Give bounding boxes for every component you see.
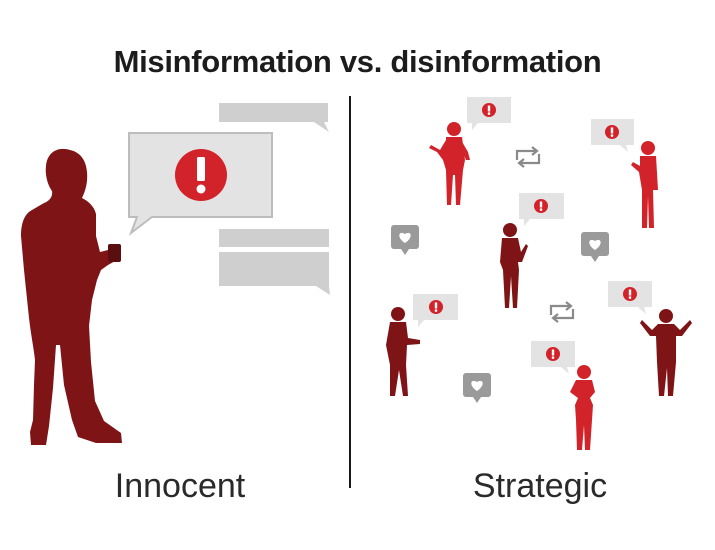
person-man-top-right — [631, 141, 658, 228]
alert-bubble-5 — [608, 281, 652, 314]
alert-bubble-4 — [413, 294, 458, 327]
innocent-label: Innocent — [114, 467, 246, 505]
retweet-icon — [515, 145, 541, 169]
alert-icon — [546, 347, 560, 361]
alert-bubble-2 — [591, 119, 634, 152]
message-bubble-bottom — [219, 252, 330, 295]
heart-icon — [391, 225, 419, 255]
alert-icon — [429, 300, 443, 314]
alert-icon — [175, 149, 227, 201]
alert-bubble-3 — [519, 193, 564, 226]
person-left — [386, 307, 420, 396]
person-center — [500, 223, 528, 308]
alert-icon — [534, 199, 548, 213]
strategic-label: Strategic — [472, 467, 608, 505]
retweet-icon — [549, 300, 575, 324]
person-right — [640, 309, 692, 396]
message-bubble-top — [219, 103, 329, 132]
person-man-bottom — [570, 365, 595, 450]
message-bubble-middle — [219, 229, 329, 247]
person-woman-top — [429, 122, 470, 205]
page-title: Misinformation vs. disinformation — [113, 44, 602, 79]
alert-bubble-1 — [467, 97, 511, 130]
alert-icon — [623, 287, 637, 301]
alert-icon — [605, 125, 619, 139]
alert-icon — [482, 103, 496, 117]
innocent-person-silhouette — [21, 148, 122, 445]
heart-icon — [581, 232, 609, 262]
alert-bubble-6 — [531, 341, 575, 374]
heart-icon — [463, 373, 491, 403]
